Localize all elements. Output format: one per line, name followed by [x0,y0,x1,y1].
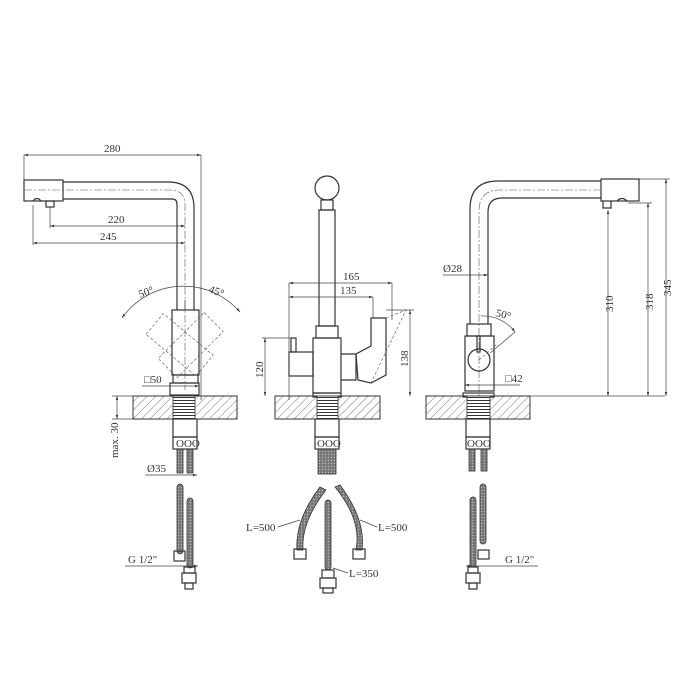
hose-center [324,499,332,571]
dim-120: 120 [254,361,266,378]
dim-280: 280 [104,143,121,155]
dim-345: 345 [662,279,674,296]
dim-135: 135 [340,285,357,297]
hose-right-length: L=500 [378,522,408,534]
angle-45: 45° [207,284,226,301]
dim-138: 138 [399,350,411,367]
hose-right [334,484,363,551]
thread-g-half-right: G 1/2" [505,554,534,566]
angle-50: 50° [137,284,156,301]
hose-left [296,486,327,551]
dim-220: 220 [108,214,125,226]
base-square-42: □42 [505,373,523,385]
dim-diam-35: Ø35 [147,463,166,475]
left-spout-pipe [63,181,195,310]
hose-left-length: L=500 [246,522,276,534]
thread-g-half-left: G 1/2" [128,554,157,566]
pipe-diam-28: Ø28 [443,263,462,275]
base-square-50: □50 [144,374,162,386]
dim-165: 165 [343,271,360,283]
front-spout-head [314,175,340,201]
svg-text:OOO: OOO [467,438,491,450]
svg-text:OOO: OOO [176,438,200,450]
right-spout-head [600,178,640,202]
angle-50-right: 50° [494,307,512,323]
right-view: OOO 310 318 345 Ø28 50° □42 G 1/2" [425,178,674,590]
dim-max-30: max. 30 [109,422,121,458]
left-body [171,309,200,376]
dim-245: 245 [100,231,117,243]
dim-310: 310 [604,295,616,312]
left-view: OOO 280 220 245 50° 45° □50 max. 30 Ø35 … [23,143,241,590]
hose-center-length: L=350 [349,568,379,580]
dim-318: 318 [644,293,656,310]
left-spout-head [23,179,64,202]
svg-text:OOO: OOO [317,438,341,450]
front-view: OOO 165 135 120 138 L=500 L=500 L=350 [246,175,414,594]
